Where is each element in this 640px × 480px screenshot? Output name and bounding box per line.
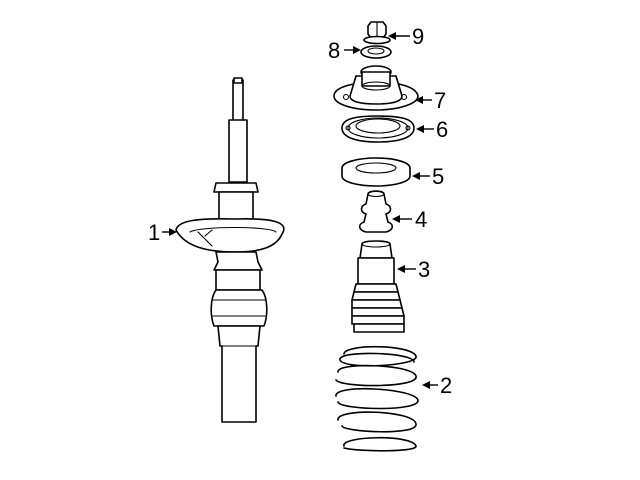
coil-spring — [335, 345, 419, 452]
callout-1: 1 — [148, 220, 160, 245]
lower-spring-seat — [341, 157, 411, 187]
callout-4: 4 — [415, 207, 427, 232]
strut-assembly — [175, 77, 285, 423]
nut — [363, 21, 391, 45]
leader-lines — [162, 32, 438, 389]
callout-5: 5 — [432, 164, 444, 189]
callout-8: 8 — [328, 38, 340, 63]
callout-labels: 9 8 7 6 5 4 3 2 1 — [148, 24, 452, 398]
callout-2: 2 — [440, 373, 452, 398]
callout-7: 7 — [434, 88, 446, 113]
callout-9: 9 — [412, 24, 424, 49]
upper-spring-seat — [341, 115, 415, 143]
bump-stop — [358, 190, 394, 233]
callout-6: 6 — [436, 117, 448, 142]
strut-mount — [333, 65, 419, 111]
dust-boot — [351, 240, 405, 333]
callout-3: 3 — [418, 257, 430, 282]
washer — [360, 45, 392, 59]
